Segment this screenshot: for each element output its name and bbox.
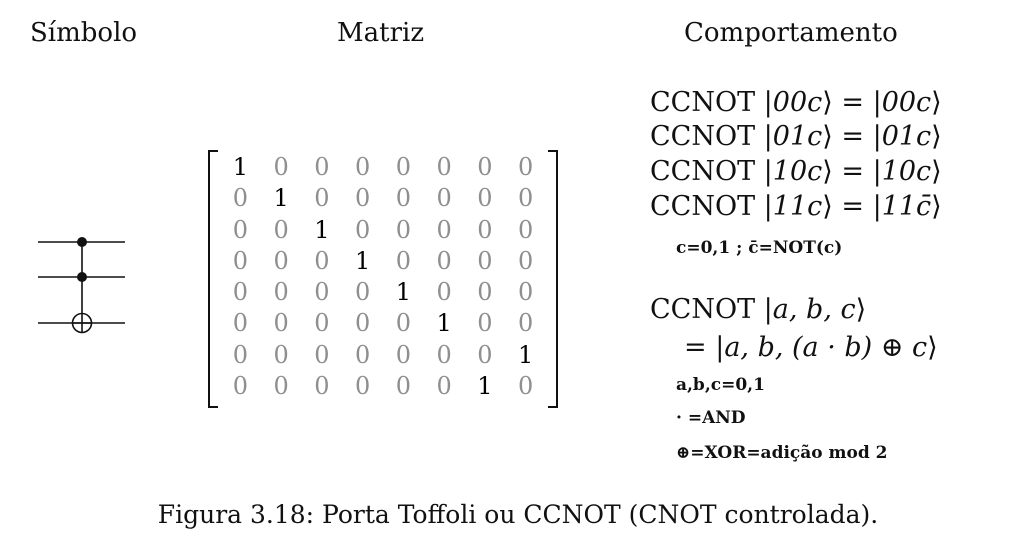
matrix-cell: 0 (395, 215, 412, 244)
matrix-cell: 0 (395, 184, 412, 213)
matrix-cell: 0 (395, 340, 412, 369)
behavior-eq-1: CCNOT |00c⟩ = |00c⟩ (650, 87, 942, 118)
matrix-cell: 0 (273, 215, 289, 244)
matrix-cell: 0 (395, 153, 412, 181)
symbol-header: Símbolo (30, 18, 138, 48)
matrix-cell: 0 (273, 278, 289, 307)
behavior-note-xor: ⊕=XOR=adição mod 2 (676, 443, 888, 463)
matrix-cell: 1 (354, 246, 371, 275)
matrix-cell: 0 (477, 309, 493, 338)
matrix-cell: 1 (395, 278, 412, 307)
matrix-cell: 0 (354, 278, 371, 307)
matrix-cell: 1 (314, 215, 330, 244)
matrix-cell: 0 (232, 340, 249, 369)
matrix-cell: 0 (314, 246, 330, 275)
behavior-note-and: · =AND (676, 408, 746, 428)
behavior-eq-2: CCNOT |01c⟩ = |01c⟩ (650, 121, 942, 152)
matrix-cell: 0 (517, 184, 534, 213)
matrix-cell: 0 (395, 246, 412, 275)
matrix-cell: 0 (354, 309, 371, 338)
right-bracket (548, 150, 558, 408)
behavior-eq-3: CCNOT |10c⟩ = |10c⟩ (650, 156, 942, 187)
matrix-cell: 0 (436, 153, 452, 181)
left-bracket (208, 150, 218, 408)
matrix-cell: 0 (436, 246, 452, 275)
matrix-cell: 0 (436, 215, 452, 244)
matrix-cell: 0 (436, 372, 452, 401)
control-dot-2 (77, 272, 87, 282)
matrix-cell: 0 (477, 246, 493, 275)
matrix-cell: 1 (273, 184, 289, 213)
matrix-cell: 0 (354, 215, 371, 244)
matrix-cell: 0 (314, 153, 330, 181)
matrix-cell: 0 (517, 246, 534, 275)
matrix-cell: 0 (517, 372, 534, 401)
matrix-cell: 0 (273, 153, 289, 181)
matrix-cell: 1 (232, 153, 249, 181)
matrix-cell: 0 (436, 184, 452, 213)
matrix-cell: 0 (273, 309, 289, 338)
matrix-cell: 0 (354, 153, 371, 181)
matrix-cell: 0 (314, 309, 330, 338)
matrix-cell: 0 (436, 340, 452, 369)
matrix-cell: 0 (232, 372, 249, 401)
behavior-note-range: a,b,c=0,1 (676, 375, 765, 395)
matrix-cell: 0 (395, 309, 412, 338)
behavior-note-values: c=0,1 ; c̄=NOT(c) (676, 238, 843, 258)
toffoli-circuit-symbol (38, 237, 125, 334)
matrix-cell: 0 (273, 340, 289, 369)
matrix-cell: 0 (477, 340, 493, 369)
matrix-cell: 0 (517, 215, 534, 244)
matrix-cell: 0 (232, 184, 249, 213)
matrix-cell: 0 (354, 184, 371, 213)
matrix-cell: 0 (477, 153, 493, 181)
matrix-cell: 0 (477, 278, 493, 307)
behavior-general-rhs: = |a, b, (a · b) ⊕ c⟩ (684, 332, 938, 363)
matrix-cell: 0 (517, 153, 534, 181)
behavior-eq-4: CCNOT |11c⟩ = |11c̄⟩ (650, 191, 942, 222)
matrix-cell: 0 (273, 372, 289, 401)
matrix-cell: 0 (436, 278, 452, 307)
matrix-cell: 0 (232, 278, 249, 307)
matrix-cell: 0 (232, 309, 249, 338)
figure-caption: Figura 3.18: Porta Toffoli ou CCNOT (CNO… (157, 500, 879, 529)
matrix-cell: 0 (232, 215, 249, 244)
matrix-cell: 0 (354, 340, 371, 369)
matrix-cell: 0 (517, 309, 534, 338)
control-dot-1 (77, 237, 87, 247)
behavior-general-lhs: CCNOT |a, b, c⟩ (650, 294, 867, 325)
matrix-cell: 0 (314, 184, 330, 213)
behavior-header: Comportamento (684, 18, 898, 48)
matrix-cell: 0 (232, 246, 249, 275)
matrix-cell: 1 (436, 309, 452, 338)
matrix-cell: 0 (517, 278, 534, 307)
matrix-cell: 0 (354, 372, 371, 401)
matrix-cell: 0 (314, 372, 330, 401)
matrix-cell: 1 (477, 372, 493, 401)
matrix-cell: 0 (314, 340, 330, 369)
matrix-header: Matriz (337, 18, 425, 48)
matrix-cell: 0 (477, 215, 493, 244)
matrix-cell: 0 (477, 184, 493, 213)
matrix-cell: 0 (273, 246, 289, 275)
matrix-cell: 0 (395, 372, 412, 401)
matrix-cell: 1 (517, 340, 534, 369)
matrix-cell: 0 (314, 278, 330, 307)
